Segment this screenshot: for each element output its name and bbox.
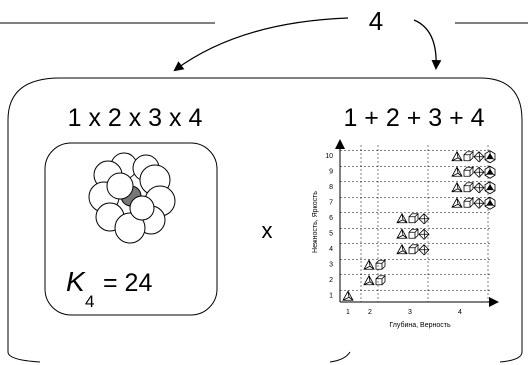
y-tick-label: 8 <box>329 184 333 191</box>
arrow-to-left-panel <box>173 17 349 72</box>
data-point <box>342 290 354 301</box>
y-tick-label: 4 <box>329 246 333 253</box>
tetrahedron-icon <box>451 150 463 162</box>
tetrahedron-icon <box>363 259 375 270</box>
octahedron-icon <box>418 213 430 225</box>
top-connector: 4 <box>0 6 528 72</box>
cube-icon <box>375 275 386 286</box>
data-point <box>396 228 430 240</box>
cluster-box <box>44 142 218 316</box>
cube-icon <box>375 259 386 270</box>
sphere-cluster-icon <box>88 152 176 244</box>
k-value: = 24 <box>103 269 152 297</box>
tetrahedron-icon <box>451 181 463 193</box>
data-point <box>396 243 430 256</box>
data-point <box>451 150 496 164</box>
icosahedron-icon <box>484 150 496 164</box>
octahedron-icon <box>473 166 485 178</box>
icosahedron-icon <box>484 181 496 195</box>
octahedron-icon <box>473 151 485 163</box>
chart: 1 2 3 4 5 6 7 8 9 10 1 2 3 4 Глубина, Верность Нежно… <box>312 139 499 329</box>
chart-grid <box>340 145 492 302</box>
tetrahedron-icon <box>342 290 354 301</box>
x-tick-label: 2 <box>368 309 372 316</box>
y-tick-label: 7 <box>329 199 333 206</box>
octahedron-icon <box>473 182 485 194</box>
cube-icon <box>408 213 419 224</box>
chart-points <box>342 150 496 301</box>
cube-icon <box>463 182 474 193</box>
y-tick-label: 2 <box>329 277 333 284</box>
y-tick-label: 10 <box>325 153 333 160</box>
x-axis-label: Глубина, Верность <box>389 321 451 329</box>
data-point <box>451 165 496 179</box>
y-tick-labels: 1 2 3 4 5 6 7 8 9 10 <box>325 153 333 300</box>
x-tick-label: 3 <box>408 309 412 316</box>
icosahedron-icon <box>484 165 496 179</box>
outer-frame <box>7 77 523 352</box>
cube-icon <box>463 197 474 208</box>
y-axis-label: Нежность, Яркость <box>312 191 319 253</box>
x-tick-label: 1 <box>346 309 350 316</box>
multiply-operator: x <box>262 218 273 243</box>
x-tick-labels: 1 2 3 4 <box>346 309 462 316</box>
tetrahedron-icon <box>396 243 408 255</box>
icosahedron-icon <box>484 196 496 210</box>
k-subscript: 4 <box>85 292 94 311</box>
right-expression: 1 + 2 + 3 + 4 <box>343 104 484 132</box>
data-point <box>363 274 386 286</box>
y-tick-label: 5 <box>329 230 333 237</box>
arrow-to-right-panel <box>413 19 442 70</box>
top-number: 4 <box>369 6 383 36</box>
data-point <box>451 181 496 195</box>
tetrahedron-icon <box>451 197 463 208</box>
tetrahedron-icon <box>396 228 408 239</box>
y-tick-label: 9 <box>329 168 333 175</box>
x-tick-label: 4 <box>458 309 462 316</box>
cube-icon <box>463 166 474 177</box>
octahedron-icon <box>418 244 430 256</box>
left-expression: 1 x 2 x 3 x 4 <box>68 104 203 132</box>
cube-icon <box>408 228 419 239</box>
data-point <box>363 259 386 270</box>
y-tick-label: 3 <box>329 261 333 268</box>
data-point <box>396 212 430 225</box>
cube-icon <box>463 151 474 162</box>
tetrahedron-icon <box>363 274 375 286</box>
k-letter: K <box>66 266 86 297</box>
tetrahedron-icon <box>451 166 463 177</box>
cube-icon <box>408 244 419 255</box>
y-tick-label: 1 <box>329 292 333 299</box>
tetrahedron-icon <box>396 212 408 224</box>
octahedron-icon <box>418 228 430 240</box>
outer-frame-bottom <box>7 351 523 363</box>
octahedron-icon <box>473 197 485 209</box>
data-point <box>451 196 496 210</box>
y-tick-label: 6 <box>329 215 333 222</box>
